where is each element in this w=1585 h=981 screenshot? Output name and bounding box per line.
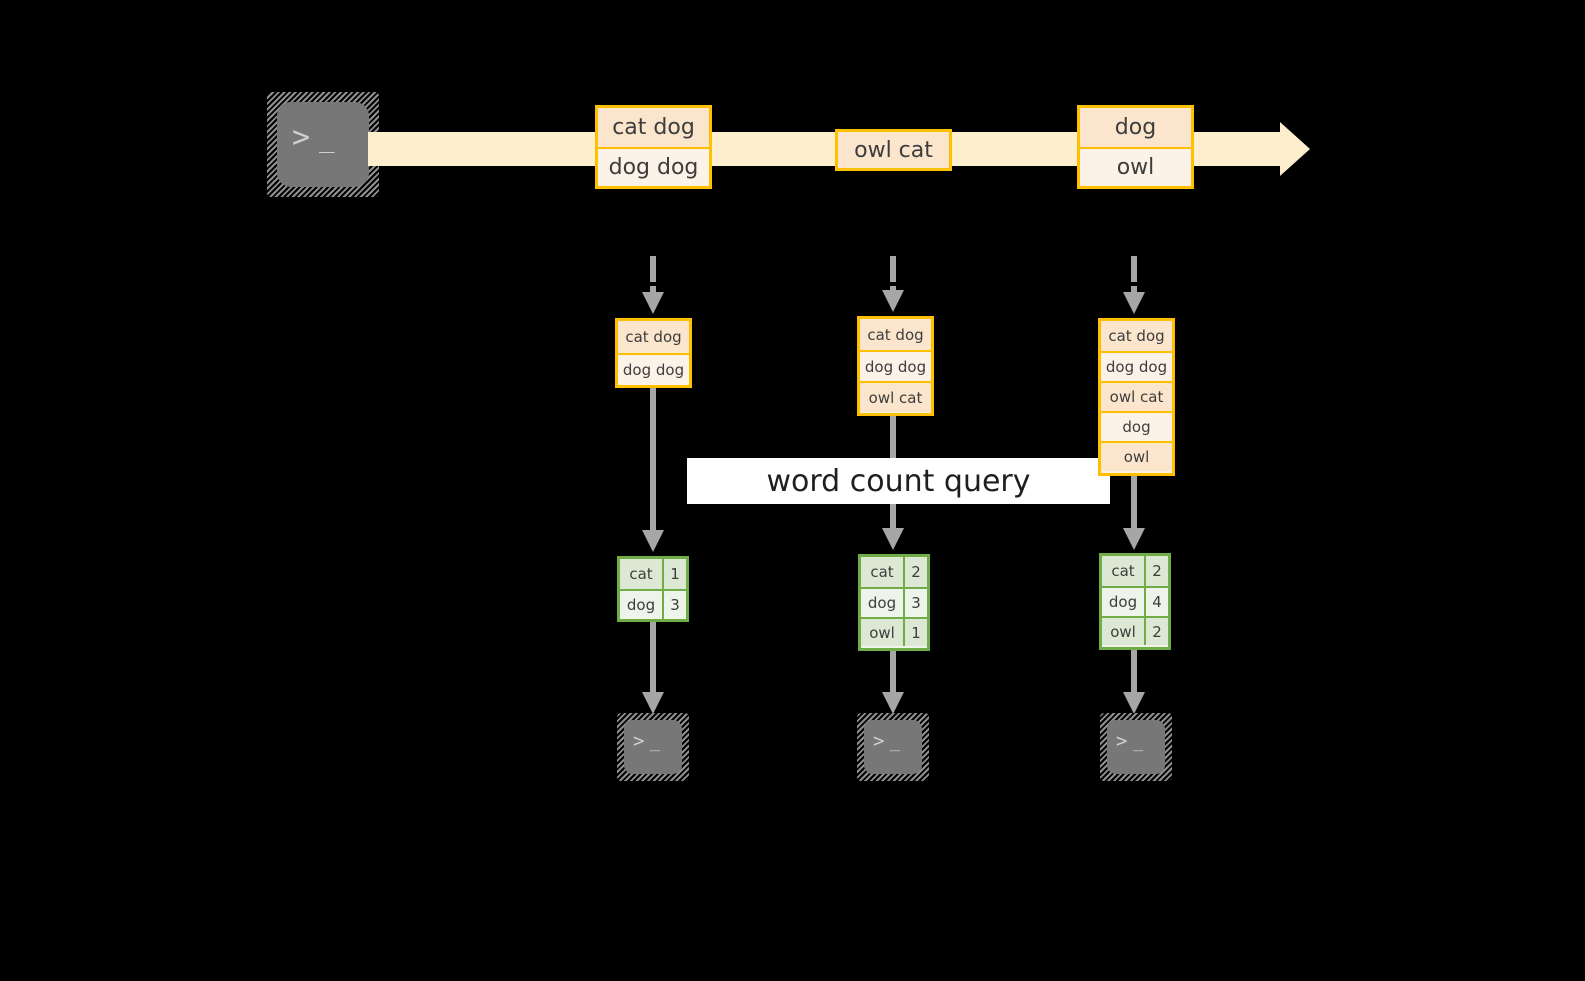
sink-2-chevron-glyph: > (873, 730, 885, 752)
feed-dash-2-seg-1 (890, 286, 896, 292)
sink-1-cursor-glyph: _ (650, 732, 661, 752)
snapshot-3-table: cat dog dog dog owl cat dog owl (1098, 318, 1175, 476)
result-2-table: cat 2 dog 3 owl 1 (858, 554, 930, 651)
result-1-row-0-word: cat (620, 559, 664, 589)
result-1-row-1-count: 3 (664, 591, 686, 619)
result-2-row-0-count: 2 (905, 557, 927, 587)
result-3-row-2-word: owl (1102, 618, 1146, 645)
result-2-row-2-count: 1 (905, 619, 927, 646)
snapshot-3-line-4: owl (1101, 441, 1172, 471)
stream-batch-2: owl cat (835, 129, 952, 171)
result-2-row-1-word: dog (861, 589, 905, 617)
query-connector-2-arrowhead (882, 528, 904, 550)
query-banner: word count query (687, 458, 1110, 504)
query-banner-label: word count query (766, 463, 1031, 499)
feed-arrowhead-3 (1123, 292, 1145, 314)
sink-connector-3 (1131, 650, 1137, 694)
result-2-row-0: cat 2 (861, 557, 927, 587)
snapshot-3-line-3: dog (1101, 411, 1172, 441)
sink-3-chevron-glyph: > (1116, 730, 1128, 752)
snapshot-3-line-1: dog dog (1101, 351, 1172, 381)
sink-3-cursor-glyph: _ (1133, 732, 1144, 752)
stream-batch-3-line-1: owl (1080, 147, 1191, 186)
query-connector-1-arrowhead (642, 530, 664, 552)
stream-batch-1-line-0: cat dog (598, 108, 709, 147)
result-1-row-1: dog 3 (620, 589, 686, 619)
stream-batch-1-line-1: dog dog (598, 147, 709, 186)
result-1-row-0-count: 1 (664, 559, 686, 589)
sink-connector-3-arrowhead (1123, 692, 1145, 714)
snapshot-3-line-0: cat dog (1101, 321, 1172, 351)
terminal-body (277, 102, 369, 187)
result-1-table: cat 1 dog 3 (617, 556, 689, 622)
query-connector-1 (650, 388, 656, 532)
result-3-row-0: cat 2 (1102, 556, 1168, 586)
result-3-row-1-count: 4 (1146, 588, 1168, 616)
snapshot-3-line-2: owl cat (1101, 381, 1172, 411)
result-3-row-1-word: dog (1102, 588, 1146, 616)
snapshot-2-line-1: dog dog (860, 350, 931, 381)
source-terminal-icon: > _ (267, 92, 379, 197)
result-3-row-0-word: cat (1102, 556, 1146, 586)
result-3-row-1: dog 4 (1102, 586, 1168, 616)
sink-terminal-icon-1: > _ (617, 713, 689, 781)
result-2-row-0-word: cat (861, 557, 905, 587)
feed-dash-1-seg-1 (650, 286, 656, 294)
feed-dash-3-seg-1 (1131, 286, 1137, 294)
snapshot-1-table: cat dog dog dog (615, 318, 692, 388)
result-1-row-0: cat 1 (620, 559, 686, 589)
sink-connector-2-arrowhead (882, 692, 904, 714)
sink-2-terminal-body (864, 720, 922, 774)
terminal-cursor-glyph: _ (319, 124, 335, 154)
feed-arrowhead-2 (882, 290, 904, 312)
sink-connector-2 (890, 651, 896, 694)
snapshot-1-line-1: dog dog (618, 353, 689, 385)
sink-terminal-icon-2: > _ (857, 713, 929, 781)
stream-arrowhead (1280, 122, 1310, 176)
feed-arrowhead-1 (642, 292, 664, 314)
snapshot-2-line-0: cat dog (860, 319, 931, 350)
feed-dash-2-seg-0 (890, 256, 896, 282)
sink-1-chevron-glyph: > (633, 730, 645, 752)
feed-dash-1-seg-0 (650, 256, 656, 282)
sink-connector-1 (650, 622, 656, 694)
stream-batch-1: cat dog dog dog (595, 105, 712, 189)
result-3-table: cat 2 dog 4 owl 2 (1099, 553, 1171, 650)
sink-2-cursor-glyph: _ (890, 732, 901, 752)
sink-1-terminal-body (624, 720, 682, 774)
result-3-row-0-count: 2 (1146, 556, 1168, 586)
sink-3-terminal-body (1107, 720, 1165, 774)
stream-batch-3: dog owl (1077, 105, 1194, 189)
stream-batch-2-line-0: owl cat (838, 132, 949, 168)
result-2-row-1: dog 3 (861, 587, 927, 617)
sink-connector-1-arrowhead (642, 692, 664, 714)
terminal-chevron-glyph: > (292, 120, 311, 155)
query-connector-3-arrowhead (1123, 528, 1145, 550)
feed-dash-3-seg-0 (1131, 256, 1137, 282)
result-1-row-1-word: dog (620, 591, 664, 619)
result-3-row-2: owl 2 (1102, 616, 1168, 645)
stream-batch-3-line-0: dog (1080, 108, 1191, 147)
snapshot-2-line-2: owl cat (860, 381, 931, 412)
result-2-row-2: owl 1 (861, 617, 927, 646)
result-2-row-1-count: 3 (905, 589, 927, 617)
snapshot-2-table: cat dog dog dog owl cat (857, 316, 934, 416)
result-2-row-2-word: owl (861, 619, 905, 646)
snapshot-1-line-0: cat dog (618, 321, 689, 353)
sink-terminal-icon-3: > _ (1100, 713, 1172, 781)
result-3-row-2-count: 2 (1146, 618, 1168, 645)
query-connector-3 (1131, 476, 1137, 530)
